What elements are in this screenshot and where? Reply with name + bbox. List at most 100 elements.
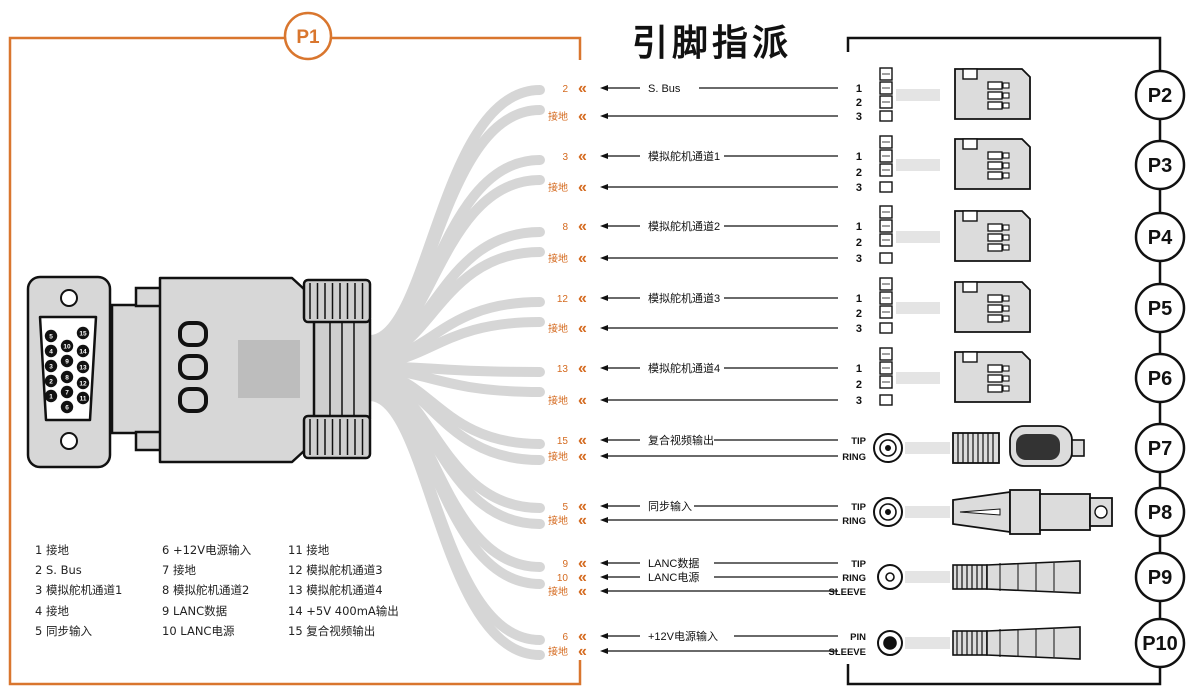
- port-badge-label: P4: [1148, 227, 1173, 249]
- servo-contact-tip: [1002, 172, 1010, 179]
- servo-pin-socket: [879, 322, 893, 334]
- vga-pin-label: 11: [80, 396, 87, 403]
- wire-arrowhead-icon: [600, 295, 608, 301]
- pin-number: 9: [562, 559, 568, 570]
- vga-pin: [60, 354, 74, 368]
- bnc-lock: [1094, 505, 1108, 519]
- pin-number: 接地: [548, 514, 568, 527]
- port-badge: [1134, 69, 1186, 121]
- servo-contact-tip: [1002, 92, 1010, 99]
- page-title: 引脚指派: [632, 23, 793, 64]
- servo-contact: [987, 294, 1003, 303]
- pin-arrow-icon: «: [578, 360, 587, 377]
- servo-contact: [987, 151, 1003, 160]
- terminal-label: TIP: [851, 502, 866, 513]
- vga-pin-label: 4: [49, 349, 53, 356]
- pin-arrow-icon: «: [578, 512, 587, 529]
- pin-number: 接地: [548, 110, 568, 123]
- terminal-label: 3: [856, 253, 862, 265]
- pin-legend-col3: 11 接地 12 模拟舵机通道3 13 模拟舵机通道4 14 +5V 400mA…: [288, 540, 399, 641]
- port-badge-label: P9: [1148, 567, 1172, 589]
- servo-contact: [987, 91, 1003, 100]
- p1-frame: P1: [8, 11, 582, 686]
- vga-pin: [76, 326, 90, 340]
- legend-item: 9 LANC数据: [162, 603, 228, 618]
- vga-pin: [44, 329, 58, 343]
- signal-label: LANC数据: [648, 556, 699, 570]
- vga-pin-label: 7: [65, 390, 69, 397]
- servo-contact-tip: [1002, 365, 1010, 372]
- port-badge-label: P8: [1148, 502, 1172, 524]
- port-badge: [1134, 139, 1186, 191]
- servo-contact: [987, 101, 1003, 110]
- pin-number: 8: [562, 222, 568, 233]
- vga-pin: [60, 400, 74, 414]
- bnc-collar: [1039, 493, 1091, 531]
- rca-tip: [1071, 439, 1085, 457]
- servo-contact: [987, 171, 1003, 180]
- pin-number: 接地: [548, 394, 568, 407]
- legend-item: 10 LANC电源: [162, 623, 235, 638]
- terminal-label: TIP: [851, 436, 866, 447]
- legend-item: 1 接地: [35, 543, 69, 557]
- vga-pin-label: 9: [65, 359, 69, 366]
- plug-body: [986, 560, 1081, 594]
- pin-arrow-icon: «: [578, 555, 587, 572]
- vga-pin-label: 14: [79, 349, 87, 356]
- legend-item: 5 同步输入: [35, 623, 92, 638]
- cable-strand: [365, 247, 545, 362]
- wire-arrowhead-icon: [600, 365, 608, 371]
- wire-arrowhead-icon: [600, 153, 608, 159]
- legend-item: 8 模拟舵机通道2: [162, 583, 250, 598]
- vga-pin-label: 13: [79, 365, 87, 372]
- plug-grip-icon: [952, 564, 988, 590]
- vga-pin-label: 2: [49, 379, 53, 386]
- wire-arrowhead-icon: [600, 255, 608, 261]
- pin-number: 15: [557, 436, 569, 447]
- pin-number: 6: [562, 632, 568, 643]
- port-badge: [1134, 211, 1186, 263]
- servo-latch: [962, 210, 978, 222]
- servo-contact: [987, 364, 1003, 373]
- pin-arrow-icon: «: [578, 448, 587, 465]
- port-badge-label: P10: [1142, 633, 1178, 655]
- wire-arrowhead-icon: [600, 633, 608, 639]
- port-badge-label: P7: [1148, 438, 1172, 460]
- p1-badge: [283, 11, 333, 61]
- pin-arrow-icon: «: [578, 569, 587, 586]
- pin-arrow-icon: «: [578, 643, 587, 660]
- signal-label: 模拟舵机通道3: [648, 291, 720, 305]
- servo-contact-tip: [1002, 152, 1010, 159]
- pin-number: 2: [562, 84, 568, 95]
- vga-pin: [44, 359, 58, 373]
- pin-arrow-icon: «: [578, 179, 587, 196]
- servo-contact-tip: [1002, 234, 1010, 241]
- pin-number: 3: [562, 152, 568, 163]
- wire-arrowhead-icon: [600, 574, 608, 580]
- pin-arrow-icon: «: [578, 320, 587, 337]
- pin-arrow-icon: «: [578, 432, 587, 449]
- cable-strand: [365, 391, 545, 660]
- servo-contact-tip: [1002, 315, 1010, 322]
- cable-fan: [365, 85, 545, 660]
- pin-number: 12: [557, 294, 569, 305]
- port-badge: [1134, 486, 1186, 538]
- vga-pin: [60, 385, 74, 399]
- pin-number: 接地: [548, 252, 568, 265]
- servo-contact-tip: [1002, 82, 1010, 89]
- servo-contact-tip: [1002, 102, 1010, 109]
- port-badge: [1134, 282, 1186, 334]
- rca-grip-pad: [1016, 434, 1060, 460]
- legend-item: 6 +12V电源输入: [162, 543, 252, 557]
- servo-contact-tip: [1002, 244, 1010, 251]
- terminal-label: RING: [842, 516, 866, 527]
- legend-item: 14 +5V 400mA输出: [288, 603, 399, 618]
- signal-label: +12V电源输入: [648, 629, 718, 643]
- legend-item: 12 模拟舵机通道3: [288, 563, 383, 578]
- plug-body: [986, 626, 1081, 660]
